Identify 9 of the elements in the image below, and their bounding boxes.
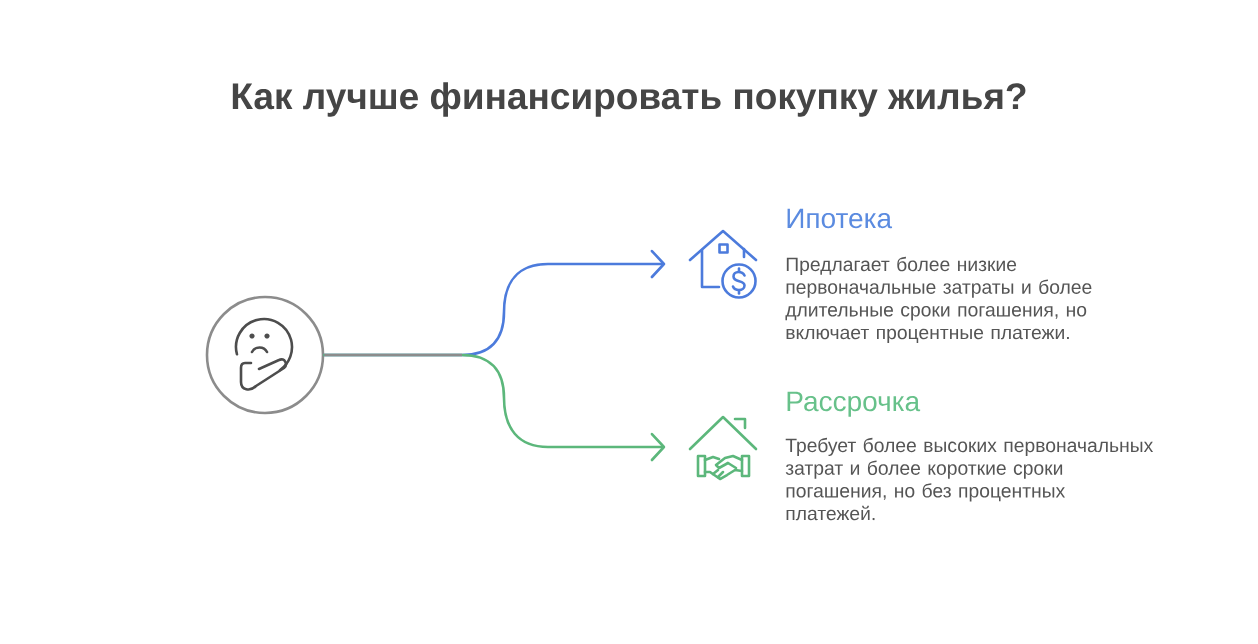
heading: Ипотека xyxy=(787,208,893,229)
house-coin-icon xyxy=(688,229,758,299)
house-handshake-icon xyxy=(688,415,758,481)
description: Предлагает более низкие первоначальные затраты и более длительные сроки погашения, но включает процентные платежи. xyxy=(785,256,1092,344)
title: Как лучше финансировать покупку жилья? xyxy=(232,82,1026,117)
heading: Рассрочка xyxy=(787,391,921,417)
description: Требует более высоких первоначальных затрат и более короткие сроки погашения, но без процентных платежей. xyxy=(785,437,1154,521)
connector-line xyxy=(324,353,462,357)
circle xyxy=(205,295,325,415)
